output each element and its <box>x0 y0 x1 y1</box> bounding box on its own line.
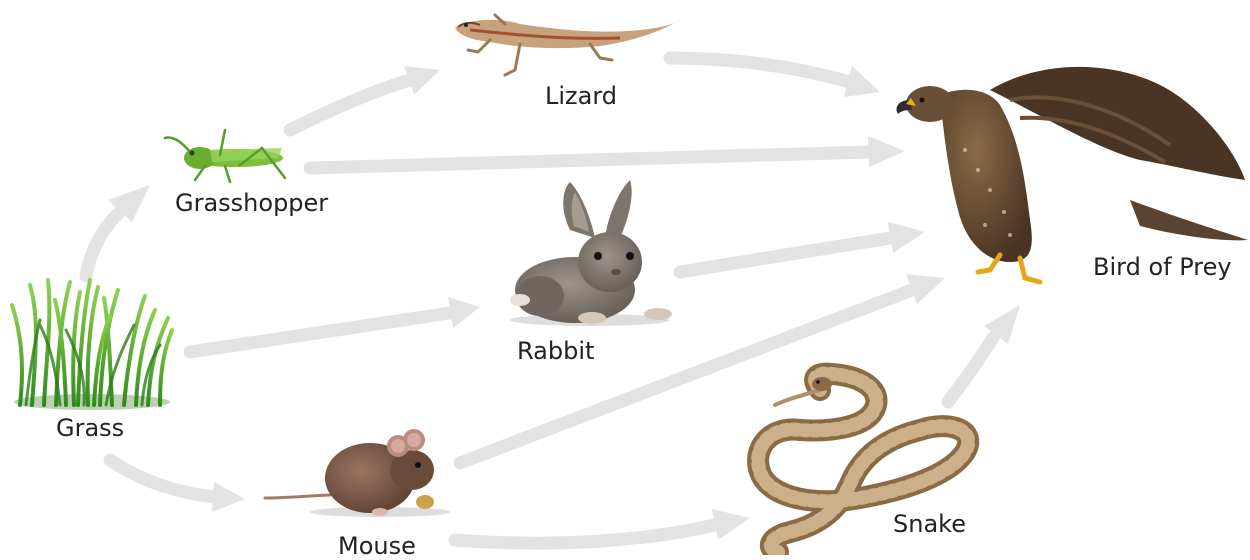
rabbit-label: Rabbit <box>517 337 594 365</box>
arrow-grass-to-rabbit <box>190 297 480 352</box>
grass-picture <box>12 280 172 410</box>
bird-of-prey-picture <box>897 67 1249 282</box>
grass-label: Grass <box>56 414 124 442</box>
arrow-rabbit-to-bird <box>680 222 925 272</box>
arrow-snake-to-bird <box>948 305 1020 402</box>
grasshopper-label: Grasshopper <box>175 189 328 217</box>
bird-of-prey-label: Bird of Prey <box>1093 253 1232 281</box>
arrow-grasshopper-to-lizard <box>290 66 440 130</box>
grasshopper-picture <box>165 130 285 182</box>
mouse-label: Mouse <box>338 532 416 560</box>
snake-label: Snake <box>893 510 966 538</box>
rabbit-picture <box>510 180 672 326</box>
arrow-grasshopper-to-bird <box>310 136 905 168</box>
arrow-grass-to-mouse <box>110 460 245 512</box>
arrow-grass-to-grasshopper <box>86 185 150 276</box>
mouse-picture <box>265 429 450 517</box>
arrow-mouse-to-snake <box>455 509 750 543</box>
lizard-label: Lizard <box>545 82 617 110</box>
lizard-picture <box>455 15 680 75</box>
arrow-lizard-to-bird <box>670 58 880 97</box>
